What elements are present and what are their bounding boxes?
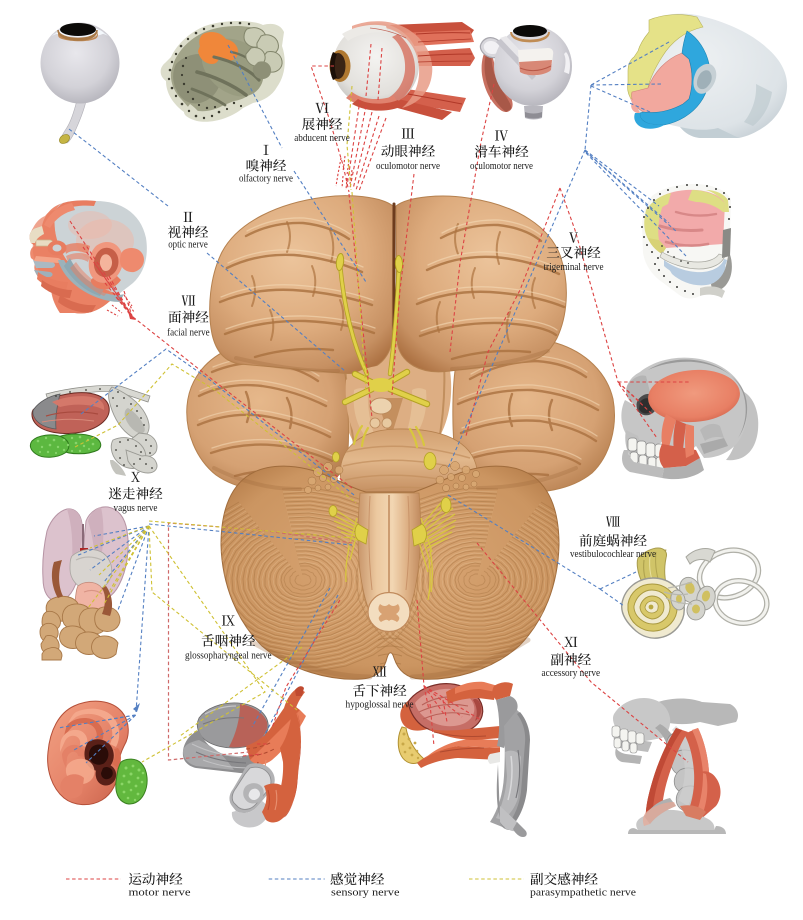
svg-text:sensory nerve: sensory nerve (331, 888, 400, 899)
svg-text:hypoglossal nerve: hypoglossal nerve (346, 700, 414, 711)
svg-text:motor nerve: motor nerve (129, 888, 191, 899)
svg-text:optic nerve: optic nerve (168, 240, 208, 251)
svg-text:abducent nerve: abducent nerve (294, 133, 350, 144)
svg-text:oculomotor nerve: oculomotor nerve (376, 161, 440, 172)
svg-text:vestibulocochlear nerve: vestibulocochlear nerve (570, 549, 656, 560)
svg-text:trigeminal nerve: trigeminal nerve (544, 262, 604, 273)
svg-text:parasympathetic nerve: parasympathetic nerve (530, 888, 636, 899)
svg-text:facial nerve: facial nerve (167, 328, 210, 339)
svg-text:accessory nerve: accessory nerve (542, 668, 601, 679)
svg-text:oculomotor nerve: oculomotor nerve (470, 161, 533, 172)
svg-text:vagus nerve: vagus nerve (114, 503, 158, 514)
svg-text:glossopharyngeal nerve: glossopharyngeal nerve (185, 651, 272, 662)
svg-text:olfactory nerve: olfactory nerve (239, 174, 293, 185)
